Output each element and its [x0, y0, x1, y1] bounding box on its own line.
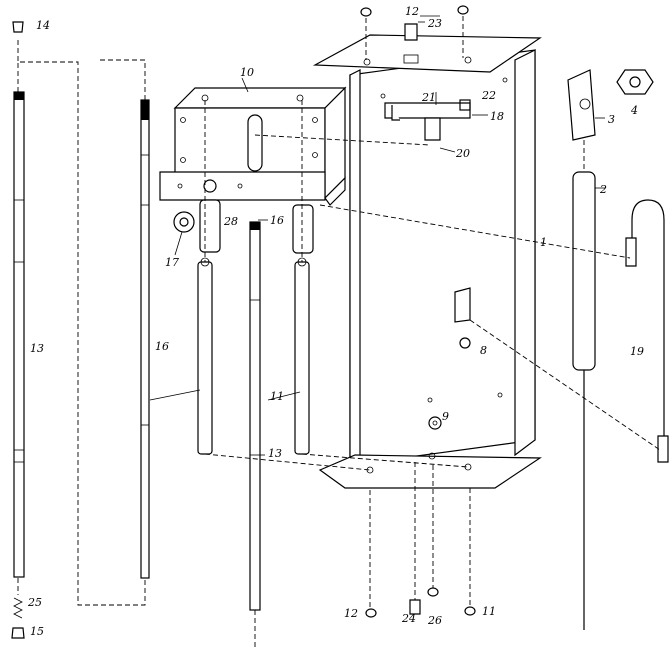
nut-11-bottom: [464, 606, 476, 616]
nut-22: [459, 99, 471, 111]
label-22: 22: [481, 89, 496, 102]
label-13-left: 13: [30, 342, 44, 355]
label-13-center: 13: [268, 447, 282, 460]
label-12-bottom: 12: [344, 607, 358, 620]
rod-11-a: [197, 257, 213, 455]
label-21: 21: [421, 91, 436, 104]
label-24: 24: [401, 612, 416, 625]
bolt-23: [404, 23, 418, 41]
rod-16-left: [140, 99, 150, 579]
nut-4: [616, 69, 654, 95]
bottom-plate: [318, 452, 542, 489]
label-23: 23: [427, 17, 442, 30]
sleeve-11-b: [292, 204, 314, 254]
tube-2: [572, 171, 596, 630]
label-25: 25: [27, 596, 42, 609]
label-8: 8: [480, 344, 487, 357]
washer-12-top: [360, 5, 469, 17]
label-17: 17: [165, 256, 179, 269]
rod-11-b: [294, 257, 310, 455]
label-11-bottom: 11: [482, 605, 496, 618]
screw-20: [424, 117, 441, 141]
nut-17: [173, 211, 195, 233]
washer-9: [428, 416, 442, 430]
label-4: 4: [630, 104, 638, 117]
label-15: 15: [30, 625, 44, 638]
label-28: 28: [223, 215, 238, 228]
label-9: 9: [442, 410, 449, 423]
top-plate: [312, 34, 542, 73]
label-16-center: 16: [270, 214, 284, 227]
collar-28: [199, 199, 221, 253]
label-2: 2: [599, 183, 607, 196]
label-20: 20: [455, 147, 470, 160]
label-16-left: 16: [155, 340, 169, 353]
cap-14: [12, 21, 24, 33]
washer-26: [427, 587, 439, 597]
label-26: 26: [427, 614, 442, 627]
dashed-loop-lines: [17, 40, 146, 606]
label-1: 1: [540, 236, 547, 249]
label-19: 19: [630, 345, 644, 358]
washer-12-bottom: [365, 608, 377, 618]
cap-15: [11, 627, 25, 639]
bracket-21: [384, 102, 471, 121]
label-10: 10: [240, 66, 254, 79]
label-14: 14: [36, 19, 50, 32]
spring-25: [13, 597, 23, 619]
label-3: 3: [608, 113, 615, 126]
dashed-assembly-lines: [204, 16, 661, 650]
label-11-a: 11: [270, 390, 284, 403]
label-18: 18: [490, 110, 504, 123]
label-12-top: 12: [405, 5, 419, 18]
bolt-24: [409, 599, 421, 615]
panel-1: [349, 49, 536, 466]
callout-leaders: [149, 15, 605, 456]
cable-19: [625, 199, 669, 463]
bracket-10: [159, 86, 347, 206]
clip-3: [567, 69, 596, 141]
rod-13-left: [13, 91, 25, 578]
rod-16-13-center: [249, 221, 261, 611]
